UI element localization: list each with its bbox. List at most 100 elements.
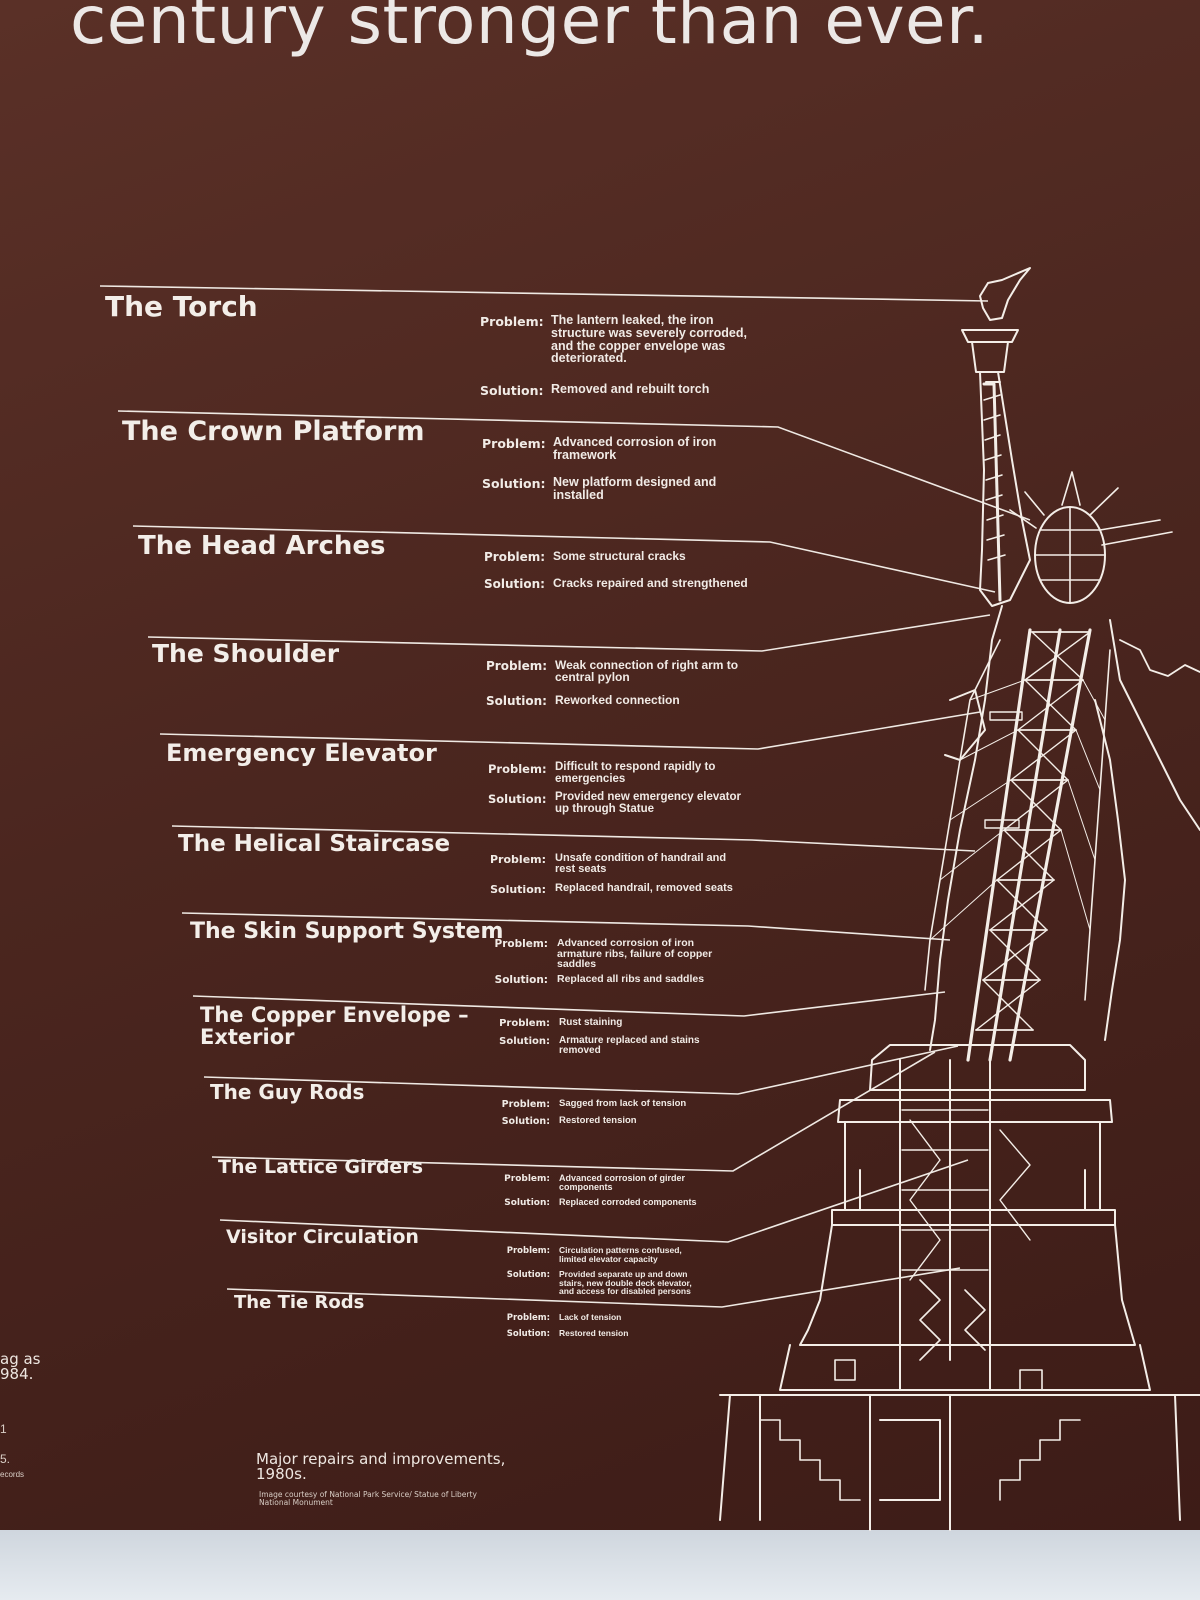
solution-label: Solution: [486,694,547,708]
problem-text: Circulation patterns confused, limited e… [559,1245,682,1264]
section-title-torch: The Torch [105,290,258,323]
section-title-skin-support: The Skin Support System [190,919,504,944]
problem-text: Advanced corrosion of iron armature ribs… [557,937,713,971]
problem-text: Some structural cracks [553,549,686,563]
leader-skin-support [181,912,951,941]
problem-text: Weak connection of right arm to central … [555,658,739,685]
problem-text: Advanced corrosion of girder components [559,1173,686,1193]
section-title-tie-rods: The Tie Rods [234,1292,365,1313]
solution-label: Solution: [506,1270,550,1280]
pedestal [719,1044,1200,1531]
leader-helical-staircase [171,825,976,852]
solution-label: Solution: [501,1116,550,1127]
solution-text: Provided new emergency elevator up throu… [555,791,741,815]
crown-platform-solution: Solution: New platform designed and inst… [482,476,733,502]
torch-solution: Solution: Removed and rebuilt torch [480,383,761,398]
helical-staircase-solution: Solution: Replaced handrail, removed sea… [490,882,745,896]
crown-platform-problem: Problem: Advanced corrosion of iron fram… [482,436,733,462]
problem-text: Lack of tension [559,1312,622,1322]
head-arches-solution: Solution: Cracks repaired and strengthen… [484,577,763,591]
section-title-shoulder: The Shoulder [152,639,340,668]
leader-lines [99,285,1031,1308]
solution-text: Restored tension [559,1115,637,1126]
problem-label: Problem: [504,1174,550,1184]
visitor-circulation-problem: Problem: Circulation patterns confused, … [500,1246,704,1263]
visitor-circulation-solution: Solution: Provided separate up and down … [500,1270,709,1296]
solution-label: Solution: [484,577,545,591]
leader-emergency-elevator [159,711,981,750]
solution-label: Solution: [482,476,546,491]
tie-rods-solution: Solution: Restored tension [502,1329,699,1339]
leader-shoulder [147,614,991,652]
cropped-edge-small-text: ecords [0,1470,25,1479]
problem-text: Rust staining [559,1017,623,1028]
solution-label: Solution: [488,792,547,806]
solution-text: Replaced all ribs and saddles [557,973,705,985]
problem-text: Difficult to respond rapidly to emergenc… [555,761,716,785]
problem-label: Problem: [482,436,546,451]
problem-label: Problem: [506,1246,550,1256]
problem-label: Problem: [488,762,547,776]
problem-label: Problem: [494,938,548,950]
problem-text: Unsafe condition of handrail and rest se… [555,852,727,876]
solution-label: Solution: [490,883,546,896]
solution-label: Solution: [504,1198,550,1208]
leader-lattice-girders [211,1051,936,1172]
cropped-edge-text: ag as 984. [0,1350,41,1383]
solution-label: Solution: [499,1036,550,1047]
problem-label: Problem: [490,853,547,866]
emergency-elevator-solution: Solution: Provided new emergency elevato… [488,791,745,815]
central-pylon [924,628,1111,1062]
section-title-helical-staircase: The Helical Staircase [178,831,451,857]
floor-background [0,1530,1200,1600]
problem-label: Problem: [484,550,546,564]
section-title-crown-platform: The Crown Platform [122,416,425,447]
solution-text: Restored tension [559,1328,629,1338]
cropped-edge-mark-2: 5. [0,1452,11,1466]
image-credit: Image courtesy of National Park Service/… [259,1490,477,1508]
problem-label: Problem: [501,1099,550,1110]
problem-text: Sagged from lack of tension [559,1098,687,1109]
copper-envelope-problem: Problem: Rust staining [494,1017,724,1029]
tie-rods-problem: Problem: Lack of tension [502,1313,699,1323]
leader-guy-rods [203,1045,959,1095]
solution-text: Replaced handrail, removed seats [555,882,733,894]
leader-copper-envelope [192,991,946,1017]
section-title-copper-envelope: The Copper Envelope – Exterior [200,1003,469,1050]
section-title-guy-rods: The Guy Rods [210,1080,365,1104]
solution-text: Cracks repaired and strengthened [553,576,748,590]
leader-head-arches [132,525,996,593]
section-title-visitor-circulation: Visitor Circulation [226,1226,419,1248]
section-title-lattice-girders: The Lattice Girders [218,1156,424,1178]
guy-rods-solution: Solution: Restored tension [496,1116,724,1127]
emergency-elevator-problem: Problem: Difficult to respond rapidly to… [488,761,735,785]
problem-label: Problem: [499,1018,550,1029]
guy-rods-problem: Problem: Sagged from lack of tension [496,1099,724,1110]
solution-text: Removed and rebuilt torch [551,382,710,396]
head-arches-problem: Problem: Some structural cracks [484,550,763,564]
lattice-girders-solution: Solution: Replaced corroded components [498,1197,719,1208]
solution-label: Solution: [506,1329,550,1339]
skin-support-problem: Problem: Advanced corrosion of iron arma… [492,938,722,970]
lattice-girders-problem: Problem: Advanced corrosion of girder co… [498,1173,709,1193]
solution-label: Solution: [480,383,544,398]
problem-label: Problem: [486,659,548,673]
solution-text: Replaced corroded components [559,1197,697,1207]
section-title-head-arches: The Head Arches [138,531,386,561]
statue-outline [929,267,1200,1051]
problem-text: The lantern leaked, the iron structure w… [551,313,747,366]
copper-envelope-solution: Solution: Armature replaced and stains r… [494,1035,709,1057]
torch-problem: Problem: The lantern leaked, the iron st… [480,314,761,365]
solution-label: Solution: [494,974,548,986]
problem-label: Problem: [480,314,544,329]
leader-torch [99,285,989,302]
solution-text: Reworked connection [555,693,680,707]
shoulder-solution: Solution: Reworked connection [486,694,745,708]
solution-text: Armature replaced and stains removed [559,1035,700,1057]
shoulder-problem: Problem: Weak connection of right arm to… [486,658,745,685]
solution-text: Provided separate up and down stairs, ne… [559,1269,692,1297]
helical-staircase-problem: Problem: Unsafe condition of handrail an… [490,852,735,876]
problem-text: Advanced corrosion of iron framework [553,435,717,462]
problem-label: Problem: [506,1313,550,1323]
